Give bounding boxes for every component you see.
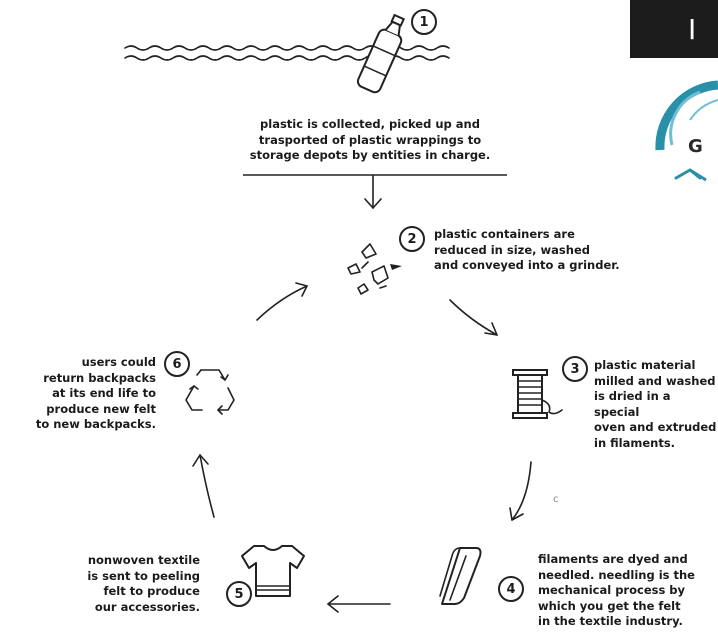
step-2-text: plastic containers are reduced in size, … — [434, 227, 620, 272]
step-4-text: filaments are dyed and needled. needling… — [538, 552, 695, 628]
step-1-text: plastic is collected, picked up and tras… — [249, 117, 491, 162]
thread-spool-icon — [512, 369, 563, 419]
arrow-5-to-6 — [192, 454, 215, 518]
arrow-6-to-2 — [256, 282, 308, 321]
step-6-badge: 6 — [164, 351, 190, 377]
step-6-text: users could return backpacks at its end … — [35, 355, 156, 431]
step-1-badge: 1 — [411, 9, 437, 35]
plastic-bottle-in-water-icon — [124, 13, 450, 94]
step-4-badge: 4 — [498, 576, 524, 602]
step-2-badge: 2 — [399, 226, 425, 252]
step-5-text: nonwoven textile is sent to peeling felt… — [87, 553, 200, 614]
arrow-3-to-4 — [509, 461, 532, 521]
t-shirt-icon — [241, 545, 305, 597]
felt-roll-icon — [439, 547, 482, 605]
step-3-badge: 3 — [562, 356, 588, 382]
step-3-text: plastic material milled and washed is dr… — [594, 358, 717, 450]
header-banner: I — [630, 0, 718, 58]
arrow-1-to-2 — [364, 175, 382, 209]
stray-mark: c — [553, 494, 559, 505]
arrow-2-to-3 — [449, 299, 498, 336]
globe-logo-icon — [655, 80, 718, 182]
banner-letter: I — [688, 12, 697, 46]
plastic-fragments-icon — [347, 243, 402, 295]
logo-letter: G — [688, 136, 703, 157]
arrow-4-to-5 — [327, 595, 391, 613]
step-5-badge: 5 — [226, 581, 252, 607]
recycle-icon — [185, 369, 235, 415]
